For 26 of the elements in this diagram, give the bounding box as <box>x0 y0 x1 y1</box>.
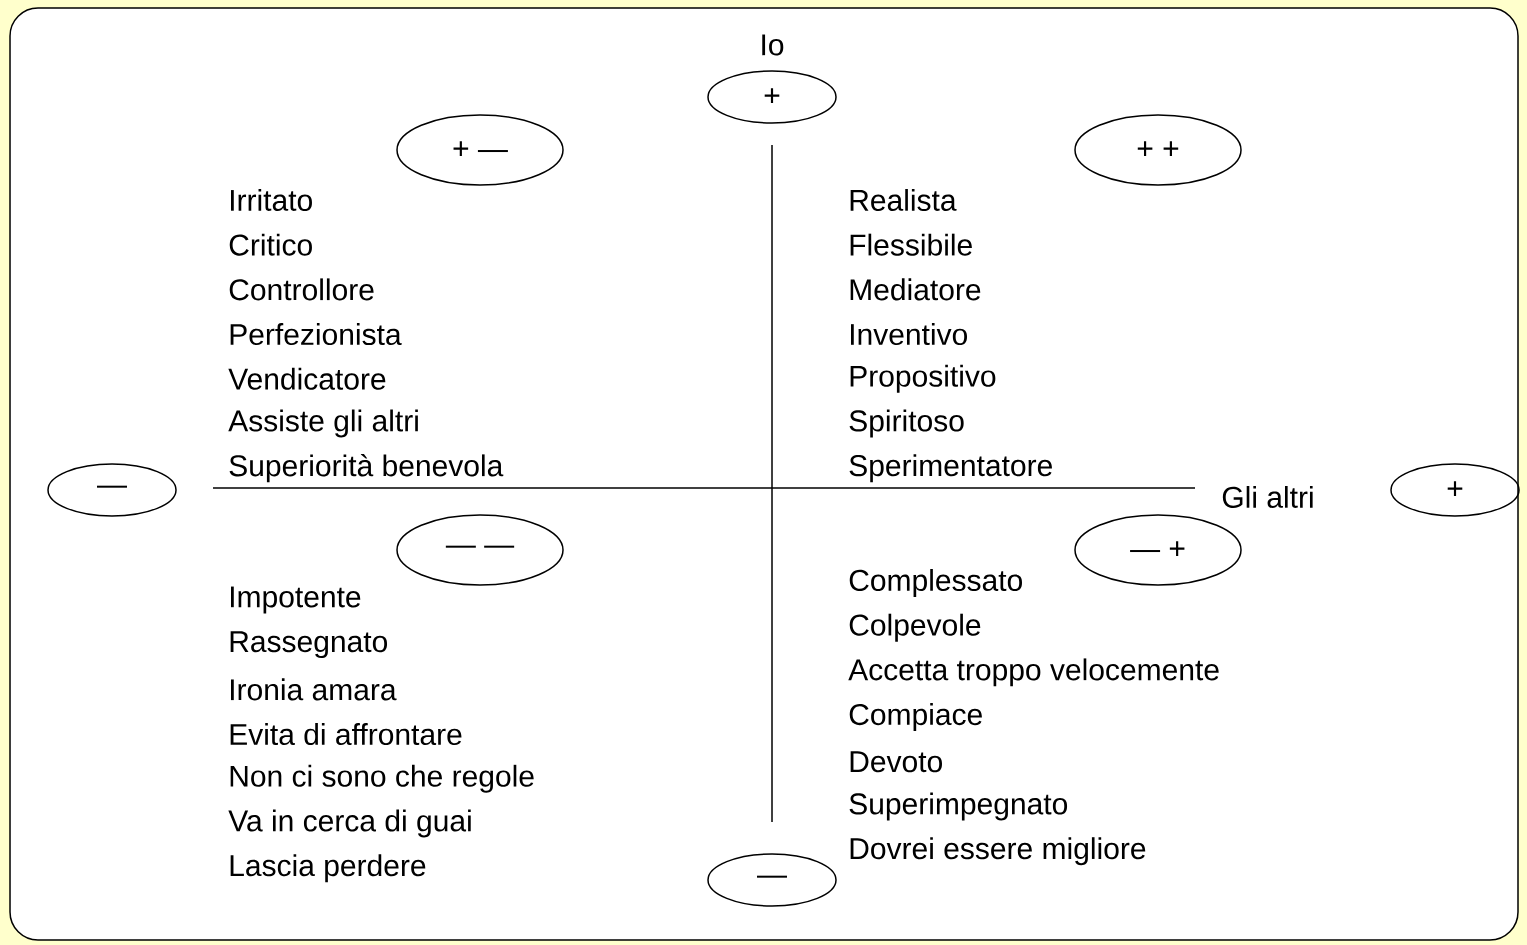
list-item: Rassegnato <box>230 631 388 659</box>
list-item: Accetta troppo velocemente <box>848 658 1219 687</box>
list-item: Inventivo <box>851 323 967 346</box>
list-item: Dovrei essere migliore <box>850 837 1146 866</box>
list-item: Evita di affrontare <box>230 723 462 746</box>
list-item: Mediatore <box>850 278 981 301</box>
list-item: Controllore <box>229 278 374 301</box>
list-item: Assiste gli altri <box>228 409 418 438</box>
list-item: Superimpegnato <box>849 792 1068 821</box>
list-item: Flessibile <box>850 233 972 256</box>
list-item: Critico <box>229 233 312 256</box>
list-item: Non ci sono che regole <box>230 764 534 793</box>
list-item: Colpevole <box>849 613 981 642</box>
list-item: Compiace <box>849 703 982 732</box>
list-item: Ironia amara <box>231 678 397 701</box>
list-item: Realista <box>850 188 957 211</box>
list-item: Propositivo <box>850 364 996 393</box>
list-item: Va in cerca di guai <box>228 809 471 838</box>
list-item: Lascia perdere <box>230 854 426 883</box>
list-item: Vendicatore <box>228 367 386 390</box>
axis-heading: Io <box>762 34 784 56</box>
list-item: Perfezionista <box>230 323 402 346</box>
axis-heading: Gli altri <box>1222 485 1313 508</box>
list-item: Complessato <box>849 569 1022 597</box>
list-item: Spiritoso <box>849 409 964 438</box>
list-item: Superiorità benevola <box>229 454 504 483</box>
